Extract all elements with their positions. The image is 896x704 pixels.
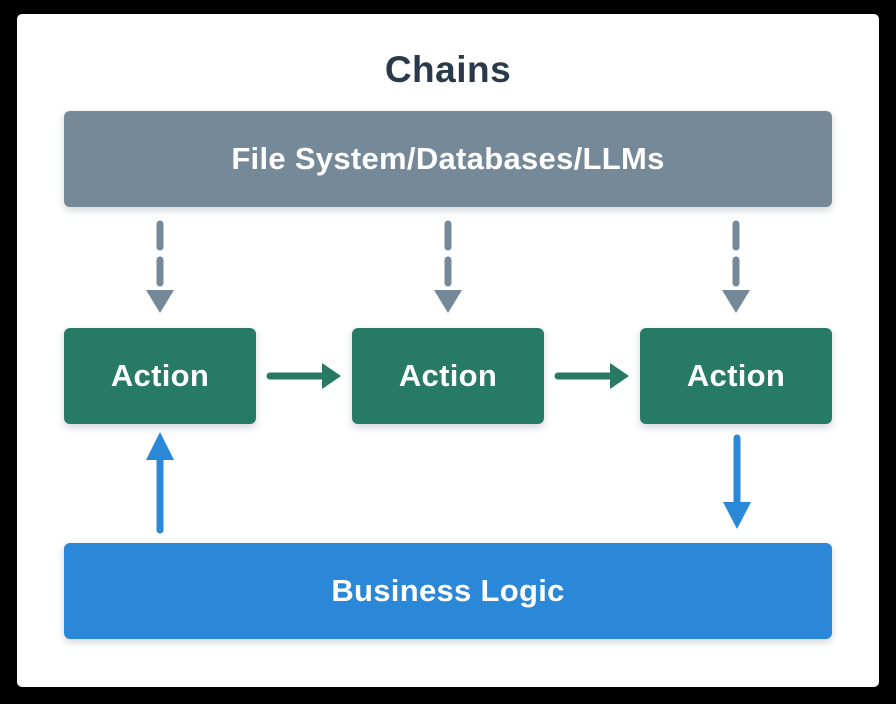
up-arrow-icon — [146, 432, 174, 534]
diagram-title: Chains — [384, 49, 512, 90]
action-box-2: Action — [352, 328, 544, 424]
resources-box: File System/Databases/LLMs — [64, 111, 832, 207]
down-arrow-icon — [723, 434, 751, 529]
dashed-down-arrow-icon — [722, 220, 750, 313]
dashed-down-arrow-icon — [146, 220, 174, 313]
action-box-label: Action — [398, 358, 498, 393]
dashed-down-arrow-icon — [434, 220, 462, 313]
action-box-label: Action — [686, 358, 786, 393]
business-logic-box-label: Business Logic — [331, 573, 565, 608]
resources-box-label: File System/Databases/LLMs — [231, 141, 665, 176]
action-box-3: Action — [640, 328, 832, 424]
action-box-label: Action — [110, 358, 210, 393]
action-box-1: Action — [64, 328, 256, 424]
right-arrow-icon — [266, 363, 341, 389]
business-logic-box: Business Logic — [64, 543, 832, 639]
right-arrow-icon — [554, 363, 629, 389]
